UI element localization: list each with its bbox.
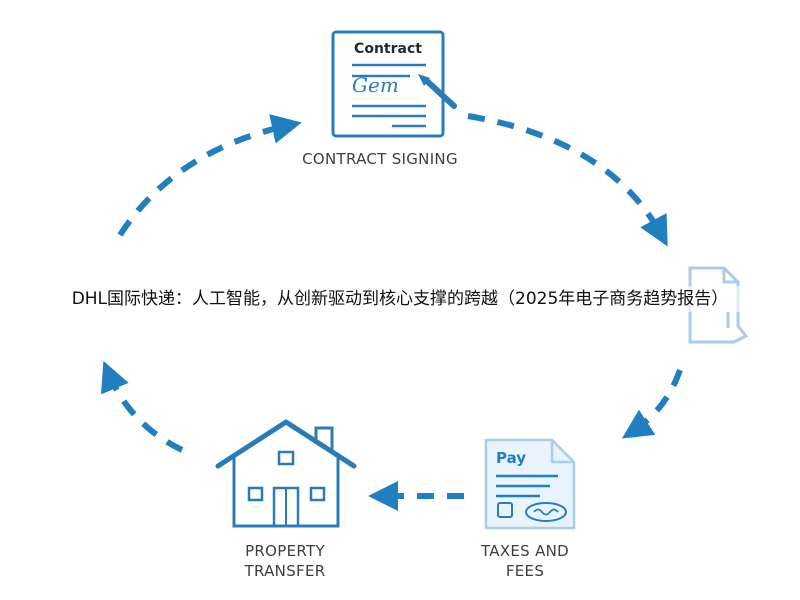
taxes-and-fees-label: TAXES AND FEES <box>445 541 605 581</box>
contract-doc-title: Contract <box>354 41 422 57</box>
contract-document-icon: Contract Gem <box>331 30 445 138</box>
property-transfer-label: PROPERTY TRANSFER <box>195 541 375 581</box>
contract-signature: Gem <box>352 73 399 97</box>
pay-document-icon: Pay <box>484 438 576 530</box>
contract-signing-label: CONTRACT SIGNING <box>302 150 458 168</box>
arrow-right-to-taxes <box>621 369 683 439</box>
faded-document-icon <box>688 266 749 344</box>
arrow-property-to-left <box>101 360 184 453</box>
arrow-left-to-contract <box>117 114 302 237</box>
property-label-line1: PROPERTY <box>245 542 325 560</box>
checkbox-icon <box>497 502 513 518</box>
arrow-contract-to-right <box>467 113 668 247</box>
property-label-line2: TRANSFER <box>244 562 326 580</box>
taxes-label-line1: TAXES AND <box>480 542 570 560</box>
overlay-title: DHL国际快递：人工智能，从创新驱动到核心支撑的跨越（2025年电子商务趋势报告… <box>0 286 800 312</box>
taxes-label-line2: FEES <box>505 562 545 580</box>
signature-oval-icon <box>525 502 567 522</box>
house-icon <box>215 419 357 528</box>
pen-icon <box>418 74 457 109</box>
pay-doc-title: Pay <box>496 449 526 467</box>
cycle-arrows <box>101 113 683 511</box>
